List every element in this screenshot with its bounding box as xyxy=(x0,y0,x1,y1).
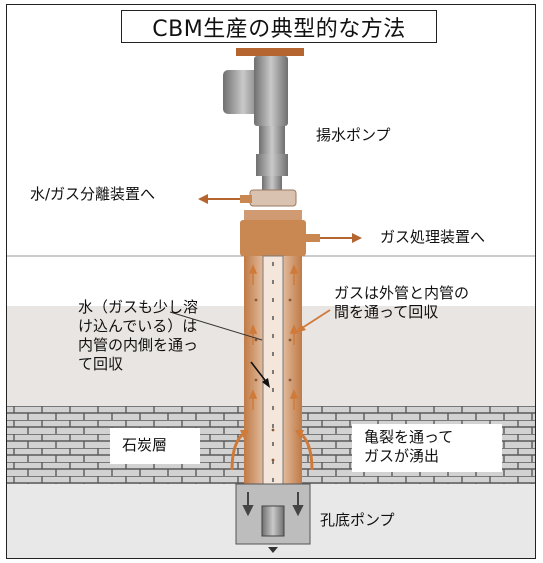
water-recovery-label: 水（ガスも少し溶 け込んでいる）は 内管の内側を通っ て回収 xyxy=(78,298,248,374)
bottom-pump xyxy=(261,505,285,537)
pump-cap xyxy=(236,48,304,56)
casing-dots xyxy=(254,298,292,462)
gas-flow-arrows xyxy=(248,264,299,410)
bottom-pump-label: 孔底ポンプ xyxy=(320,511,395,529)
gas-recovery-pointer-head xyxy=(296,324,306,333)
water-recovery-line-4: て回収 xyxy=(78,355,124,373)
wellhead xyxy=(240,220,306,256)
gas-recovery-line-1: ガスは外管と内管の xyxy=(334,284,470,302)
water-inflow-arrows xyxy=(242,492,304,517)
fracture-gas-label: 亀裂を通って ガスが湧出 xyxy=(364,428,504,466)
separator-flange xyxy=(249,189,297,207)
pump-body xyxy=(254,56,288,126)
pump-label: 揚水ポンプ xyxy=(316,126,391,144)
water-recovery-line-2: け込んでいる）は xyxy=(78,317,198,335)
gas-recovery-line-2: 間を通って回収 xyxy=(334,303,439,321)
coal-seam-label-bg xyxy=(110,428,200,464)
inflow-arrowhead-right xyxy=(295,430,304,439)
pump-coupling xyxy=(256,154,288,176)
gas-recovery-label: ガスは外管と内管の 間を通って回収 xyxy=(334,284,519,322)
gas-processing-label: ガス処理装置へ xyxy=(380,228,486,246)
fracture-label-bg xyxy=(352,424,502,472)
water-recovery-pointer xyxy=(169,311,263,341)
pump-neck xyxy=(262,176,282,190)
coal-seam-label: 石炭層 xyxy=(122,436,168,454)
gas-outlet-arrowhead xyxy=(352,233,362,243)
pump-motor xyxy=(223,70,263,114)
separator-label: 水/ガス分離装置へ xyxy=(30,185,156,203)
gas-outlet xyxy=(306,234,320,242)
fracture-gas-line-1: 亀裂を通って xyxy=(364,428,454,446)
wellhead-ring xyxy=(244,210,302,220)
gas-recovery-pointer xyxy=(298,309,331,331)
fracture-gas-line-2: ガスが湧出 xyxy=(364,447,440,465)
inner-tube-pointer-head xyxy=(262,378,270,388)
water-outlet xyxy=(240,195,252,203)
inflow-arrowhead-left xyxy=(240,430,249,439)
water-recovery-line-1: 水（ガスも少し溶 xyxy=(78,298,199,316)
water-outlet-arrowhead xyxy=(198,194,208,204)
pump-shaft xyxy=(259,126,285,154)
water-recovery-line-3: 内管の内側を通っ xyxy=(78,336,199,354)
bottom-tip xyxy=(268,547,278,553)
diagram-title: CBM生産の典型的な方法 xyxy=(121,10,437,43)
